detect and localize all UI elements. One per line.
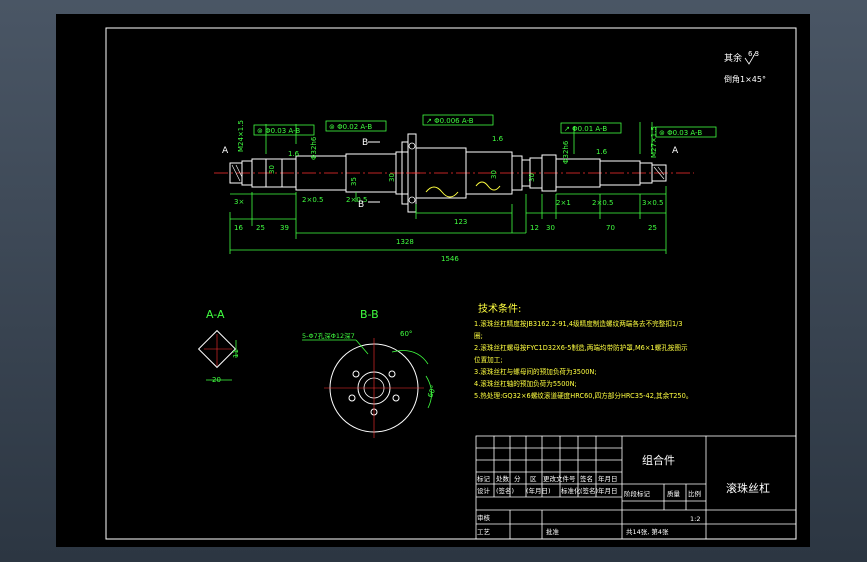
tb-scale-label: 比例 — [688, 489, 701, 498]
section-arrows — [368, 141, 380, 203]
inner-border — [105, 27, 797, 540]
tech-line-7: 5.热处理:GQ32×6螺纹滚道硬度HRC60,四方部分HRC35-42,其余T… — [474, 391, 692, 400]
tolerance-5: ⊚ Φ0.03 A-B — [659, 129, 702, 137]
rough-16c: 1.6 — [596, 148, 608, 156]
thread-hatch — [231, 164, 665, 182]
tb-r1-4: 更改文件号 — [543, 474, 576, 483]
tech-line-6: 4.滚珠丝杠轴的预加负荷为5500N; — [474, 379, 577, 388]
title-block: 组合件 滚珠丝杠 标记 处数 分 区 更改文件号 签名 年月日 设计 (签名) … — [475, 435, 797, 540]
section-b-top: B — [362, 138, 368, 148]
dim-2x05c: 2×0.5 — [592, 199, 613, 207]
nut-helix — [425, 186, 459, 198]
dim-70: 70 — [606, 224, 615, 232]
roughness-value: 6.3 — [748, 50, 759, 58]
tb-r2-1: (签名) — [496, 486, 514, 495]
tb-review: 审核 — [477, 513, 491, 522]
tb-assembly: 组合件 — [642, 453, 675, 467]
section-bb-view: B-B 5-Φ7孔深Φ12深7 60° 60° — [302, 308, 438, 438]
roughness-label: 其余 — [724, 52, 742, 64]
dim-25: 25 — [256, 224, 265, 232]
aa-title: A-A — [206, 308, 225, 321]
tb-process: 工艺 — [477, 528, 491, 536]
rough-16a: 1.6 — [288, 150, 300, 158]
roughness-note: 其余 6.3 倒角1×45° — [724, 50, 766, 84]
tb-r2-3: 标准化 — [561, 486, 581, 495]
dim-1328: 1328 — [396, 238, 414, 246]
tolerance-2: ⊚ Φ0.02 A-B — [329, 123, 372, 131]
tb-r1-6: 年月日 — [598, 474, 618, 483]
tolerance-4: ↗ Φ0.01 A-B — [564, 125, 607, 133]
tech-line-3: 2.滚珠丝杠螺母按FYC1D32X6-5制造,两端均带防护罩,M6×1螺孔按图示 — [474, 343, 688, 352]
tech-requirements: 技术条件: 1.滚珠丝杠精度按JB3162.2-91,4级精度制造螺纹两端各去不… — [474, 302, 692, 400]
tech-line-4: 位置加工; — [474, 355, 503, 364]
tb-r1-2: 分 — [514, 474, 521, 483]
aa-dim-20: 20 — [212, 376, 221, 384]
dim-35: 35 — [350, 177, 358, 186]
dim-2x05b: 2×0.5 — [346, 196, 367, 204]
dim-32: Φ32h6 — [310, 136, 318, 160]
bb-title: B-B — [360, 308, 379, 321]
tech-line-1: 1.滚珠丝杠精度按JB3162.2-91,4级精度制造螺纹两端各去不完整扣1/3 — [474, 319, 683, 328]
dim-3x: 3× — [234, 198, 244, 206]
dim-32b: Φ32h6 — [562, 140, 570, 164]
tb-name: 滚珠丝杠 — [726, 481, 770, 495]
bb-holes: 5-Φ7孔深Φ12深7 — [302, 331, 355, 340]
drawing-sheet: 其余 6.3 倒角1×45° — [56, 14, 810, 547]
tb-r2-5: 年月日 — [598, 486, 618, 495]
tb-weight: 质量 — [667, 489, 681, 498]
dim-25b: 25 — [648, 224, 657, 232]
tb-r1-1: 处数 — [496, 474, 510, 483]
dim-30: 30 — [268, 165, 276, 174]
section-a-left: A — [222, 146, 229, 156]
dim-m24: M24×1.5 — [237, 120, 245, 152]
tb-sheets: 共14张, 第4张 — [626, 527, 669, 536]
section-markers: A A B B — [222, 138, 679, 210]
rough-16b: 1.6 — [492, 135, 504, 143]
bb-angle-1: 60° — [400, 330, 412, 338]
tolerance-3: ↗ Φ0.006 A-B — [426, 117, 474, 125]
tb-stage: 阶段标记 — [624, 489, 651, 498]
tb-scale: 1:2 — [690, 515, 700, 523]
dimension-lines — [229, 122, 667, 254]
tolerance-1: ⊚ Φ0.03 A-B — [257, 127, 300, 135]
dim-1546: 1546 — [441, 255, 459, 263]
tb-r2-4: (签名) — [580, 486, 598, 495]
dim-123: 123 — [454, 218, 467, 226]
tech-line-5: 3.滚珠丝杠与螺母间的预加负荷为3500N; — [474, 367, 597, 376]
tech-title: 技术条件: — [478, 302, 521, 315]
dim-30c: 30 — [490, 170, 498, 179]
section-a-right: A — [672, 146, 679, 156]
drawing-canvas: 其余 6.3 倒角1×45° — [105, 27, 797, 540]
tb-approve: 批准 — [546, 527, 560, 536]
dim-2x05a: 2×0.5 — [302, 196, 323, 204]
tb-r2-2: (年月日) — [526, 486, 551, 495]
dim-12: 12 — [530, 224, 539, 232]
bb-angle-2: 60° — [426, 384, 438, 398]
tech-line-2: 圈; — [474, 332, 483, 340]
dim-30b: 30 — [388, 173, 396, 182]
section-aa-view: A-A 20 11 — [197, 308, 240, 384]
dimension-texts: M24×1.5 30 Φ32h6 35 3× 2×0.5 2×0.5 2×1 2… — [234, 120, 663, 263]
dim-39: 39 — [280, 224, 289, 232]
dim-2x1: 2×1 — [556, 199, 571, 207]
dim-16: 16 — [234, 224, 243, 232]
dim-m27: M27×1.5 — [650, 126, 658, 158]
section-b-bottom: B — [358, 200, 364, 210]
aa-dim-11: 11 — [232, 349, 240, 358]
dim-30e: 30 — [546, 224, 555, 232]
dim-3x05: 3×0.5 — [642, 199, 663, 207]
chamfer-note: 倒角1×45° — [724, 74, 766, 84]
tolerance-frames: ⊚ Φ0.03 A-B ⊚ Φ0.02 A-B ↗ Φ0.006 A-B ↗ Φ… — [253, 114, 717, 138]
tb-r1-0: 标记 — [477, 474, 491, 483]
tb-r1-3: 区 — [530, 475, 537, 483]
tb-r2-0: 设计 — [477, 486, 491, 495]
dim-30d: 30 — [528, 173, 536, 182]
flange-holes — [406, 142, 420, 204]
tb-r1-5: 签名 — [580, 474, 593, 483]
